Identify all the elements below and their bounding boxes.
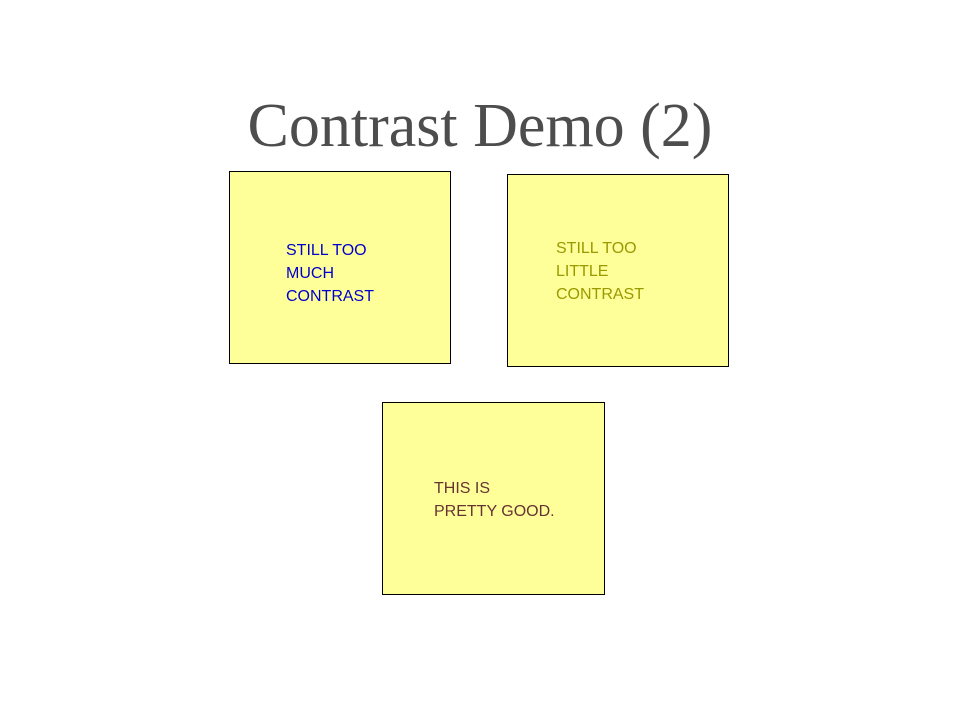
contrast-box-text: THIS IS PRETTY GOOD.	[434, 477, 555, 523]
contrast-box-too-little: STILL TOO LITTLE CONTRAST	[507, 174, 729, 367]
slide-title: Contrast Demo (2)	[247, 92, 713, 160]
box-text-line: CONTRAST	[556, 286, 644, 303]
contrast-box-too-much: STILL TOO MUCH CONTRAST	[229, 171, 451, 364]
box-text-line: STILL TOO	[556, 240, 637, 257]
box-text-line: LITTLE	[556, 263, 609, 280]
box-text-line: CONTRAST	[286, 288, 374, 305]
contrast-box-good: THIS IS PRETTY GOOD.	[382, 402, 605, 595]
contrast-box-text: STILL TOO LITTLE CONTRAST	[556, 237, 644, 306]
box-text-line: THIS IS	[434, 480, 491, 497]
box-text-line: STILL TOO	[286, 242, 367, 259]
box-text-line: MUCH	[286, 265, 334, 282]
box-text-line: PRETTY GOOD.	[434, 503, 555, 520]
contrast-box-text: STILL TOO MUCH CONTRAST	[286, 239, 374, 308]
